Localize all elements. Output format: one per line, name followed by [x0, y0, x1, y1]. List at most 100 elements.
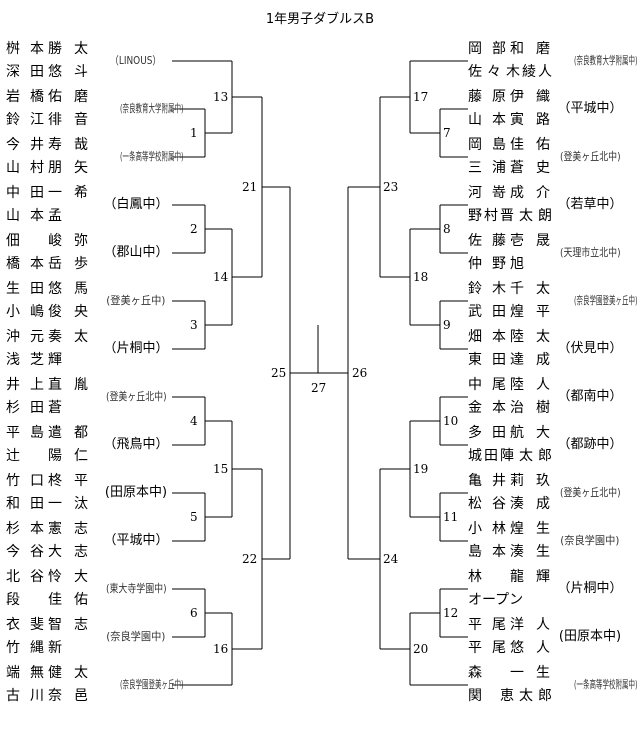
player-name: 亀井 莉玖亀井莉玖	[468, 470, 550, 492]
match-label: 4	[190, 414, 198, 428]
given-name: 龍輝	[510, 569, 550, 585]
school-name: （片桐中）	[552, 578, 628, 600]
surname: 佃	[6, 233, 20, 249]
school-text: (登美ヶ丘北中)	[559, 486, 621, 499]
school-name: （白鳳中）	[98, 194, 174, 216]
match-label: 14	[213, 270, 229, 284]
given-name: 徘音	[48, 112, 88, 128]
team-entry: 林 龍輝林龍輝オープンオープン（片桐中）	[468, 566, 640, 612]
surname: 沖元	[6, 329, 44, 345]
given-name: 綾人	[522, 64, 552, 80]
surname: 山村	[6, 160, 44, 176]
surname: 橋本	[6, 256, 44, 272]
given-name: 湊成	[510, 496, 550, 512]
match-label: 1	[190, 126, 198, 140]
school-text: (奈良教育大学附属中)	[574, 54, 638, 67]
school-name: （飛鳥中）	[98, 434, 174, 456]
school-name: (一条高等学校附属中)	[552, 674, 638, 696]
surname: 和田	[6, 496, 44, 512]
given-name: 朋矢	[48, 160, 88, 176]
school-name: (天理市立北中)	[552, 242, 628, 264]
player-name: 島本 湊生島本湊生	[468, 541, 550, 563]
surname: 山本	[6, 208, 44, 224]
school-text: (奈良学園登美ヶ丘中)	[120, 678, 184, 691]
school-text: (田原本中)	[558, 629, 622, 644]
team-entry: 今井 寿哉今井寿哉山村 朋矢山村朋矢(一条高等学校附属中)	[6, 134, 184, 180]
player-name: 藤原 伊織藤原伊織	[468, 86, 550, 108]
match-label: 12	[443, 606, 459, 620]
school-text: (奈良教育大学附属中)	[120, 102, 184, 115]
surname: 東田	[468, 352, 506, 368]
surname: 平尾	[468, 617, 506, 633]
given-name: 壱晟	[510, 233, 550, 249]
player-name: 和田 一汰和田一汰	[6, 493, 88, 515]
surname: 仲野	[468, 256, 506, 272]
team-entry: 森 一生森一生関 恵太郎関恵太郎(一条高等学校附属中)	[468, 662, 640, 708]
match-label: 10	[443, 414, 459, 428]
given-name: 旭	[510, 256, 524, 272]
team-entry: 平島 遣都平島遣都辻 陽仁辻陽仁（飛鳥中）	[6, 422, 181, 468]
surname: 佐藤	[468, 233, 506, 249]
match-label: 17	[413, 90, 429, 104]
school-name: （片桐中）	[98, 338, 174, 360]
player-name: 生田 悠馬生田悠馬	[6, 278, 88, 300]
school-text: (一条高等学校附属中)	[120, 150, 184, 163]
player-name: 関 恵太郎関恵太郎	[468, 685, 552, 707]
given-name: 新	[48, 640, 62, 656]
surname: 畑本	[468, 329, 506, 345]
match-label: 19	[413, 462, 429, 476]
team-entry: 藤原 伊織藤原伊織山本 寅路山本寅路（平城中）	[468, 86, 640, 132]
school-text: (田原本中)	[104, 485, 168, 500]
surname: 小嶋	[6, 304, 44, 320]
match-label: 22	[242, 552, 258, 566]
player-name: 深田 悠斗深田悠斗	[6, 61, 88, 83]
surname: 亀井	[468, 473, 506, 489]
player-name: 城田 陣太郎城田陣太郎	[468, 445, 552, 467]
given-name: 莉玖	[510, 473, 550, 489]
school-name: (奈良学園中)	[552, 530, 628, 552]
player-name: 佐藤 壱晟佐藤壱晟	[468, 230, 550, 252]
player-name: 岡部 和磨岡部和磨	[468, 38, 550, 60]
given-name: 一生	[510, 665, 550, 681]
match-label: 24	[383, 552, 399, 566]
player-name: 鈴木 千太鈴木千太	[468, 278, 550, 300]
match-label: 2	[190, 222, 198, 236]
surname: 三浦	[468, 160, 506, 176]
match-label: 16	[213, 642, 229, 656]
match-label: 25	[271, 366, 287, 380]
match-label: 27	[311, 381, 327, 395]
surname: 深田	[6, 64, 44, 80]
school-name: (田原本中)	[552, 626, 628, 648]
surname: 竹縄	[6, 640, 44, 656]
surname: 今井	[6, 137, 44, 153]
page-title: 1年男子ダブルスB	[265, 12, 375, 27]
given-name: 憲志	[48, 521, 88, 537]
school-name: （平城中）	[552, 98, 628, 120]
given-name: 奏太	[48, 329, 88, 345]
given-name: 峻弥	[48, 233, 88, 249]
school-text: (登美ヶ丘北中)	[559, 150, 621, 163]
match-label: 20	[413, 642, 429, 656]
player-name: 河嵜 成介河嵜成介	[468, 182, 550, 204]
given-name: 孟	[48, 208, 62, 224]
player-name: 浅芝 輝浅芝輝	[6, 349, 88, 371]
team-entry: 岡島 佳佑岡島佳佑三浦 蒼史三浦蒼史(登美ヶ丘北中)	[468, 134, 640, 180]
surname: 岡部	[468, 41, 506, 57]
school-text: （LINOUS）	[110, 54, 162, 67]
player-name: 橋本 岳歩橋本岳歩	[6, 253, 88, 275]
school-text: (奈良学園登美ヶ丘中)	[574, 294, 638, 307]
player-name: 森 一生森一生	[468, 662, 550, 684]
surname: 河嵜	[468, 185, 506, 201]
given-name: 寅路	[510, 112, 550, 128]
team-entry: 平尾 洋人平尾洋人平尾 悠人平尾悠人(田原本中)	[468, 614, 640, 660]
surname: 金本	[468, 400, 506, 416]
surname: 今谷	[6, 544, 44, 560]
given-name: 治樹	[510, 400, 550, 416]
team-entry: 佐藤 壱晟佐藤壱晟仲野 旭仲野旭(天理市立北中)	[468, 230, 640, 276]
school-text: （都南中）	[557, 389, 623, 404]
given-name: 洋人	[510, 617, 550, 633]
match-label: 13	[213, 90, 229, 104]
given-name: 蒼史	[510, 160, 550, 176]
player-name: 佐々木 綾人佐々木綾人	[468, 61, 552, 83]
player-name: 北谷 怜大北谷怜大	[6, 566, 88, 588]
